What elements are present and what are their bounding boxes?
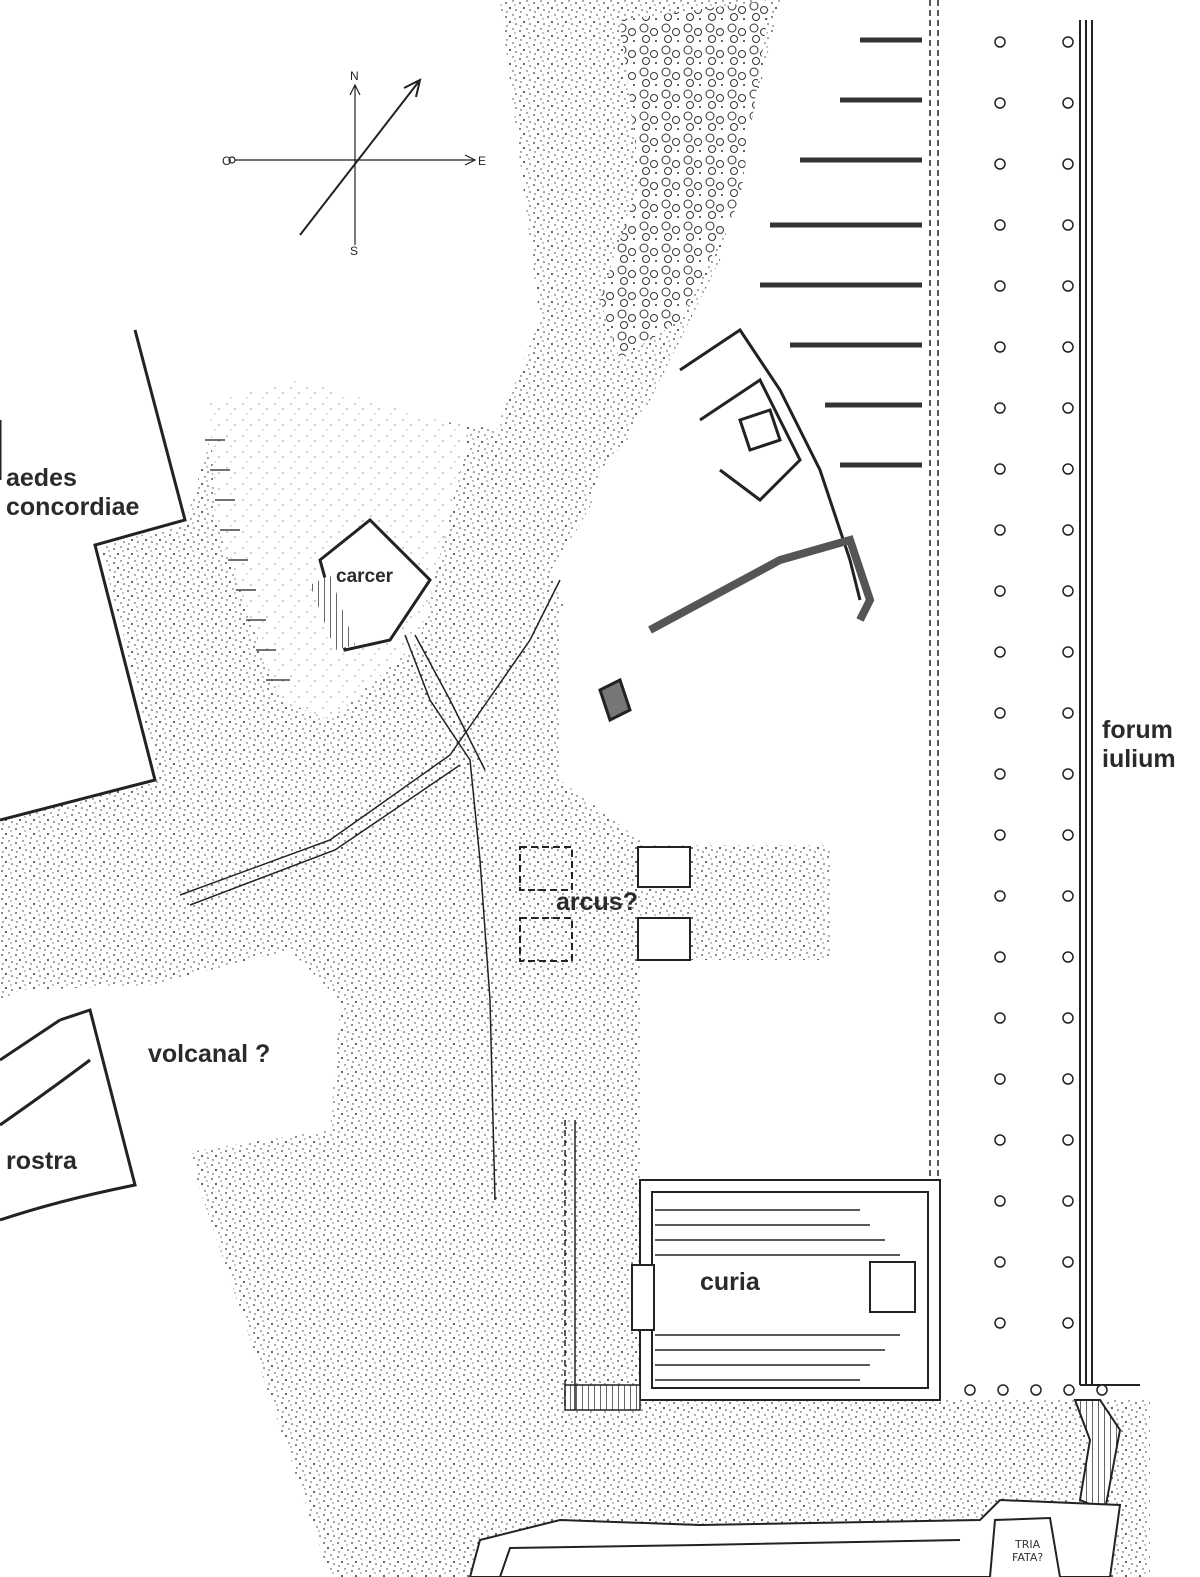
column bbox=[964, 1384, 976, 1396]
column bbox=[994, 829, 1006, 841]
column bbox=[994, 1256, 1006, 1268]
column bbox=[997, 1384, 1009, 1396]
column bbox=[1062, 36, 1074, 48]
column bbox=[994, 1317, 1006, 1329]
lower-structures bbox=[468, 1399, 1122, 1577]
column bbox=[1062, 1134, 1074, 1146]
column bbox=[994, 890, 1006, 902]
column bbox=[994, 1134, 1006, 1146]
carcer-building bbox=[310, 517, 432, 652]
column-rows bbox=[964, 36, 1108, 1396]
compass-rose bbox=[228, 78, 477, 245]
compass-south: S bbox=[350, 244, 358, 258]
label-volcanal: volcanal ? bbox=[148, 1040, 271, 1068]
label-forum-iulium: forum iulium bbox=[1102, 716, 1176, 773]
column bbox=[1062, 585, 1074, 597]
label-curia: curia bbox=[700, 1268, 760, 1296]
column bbox=[994, 1195, 1006, 1207]
column bbox=[994, 463, 1006, 475]
column bbox=[1030, 1384, 1042, 1396]
column bbox=[994, 280, 1006, 292]
label-arcus: arcus? bbox=[556, 888, 638, 916]
rostra-outline bbox=[0, 1008, 137, 1222]
column bbox=[994, 97, 1006, 109]
column bbox=[1062, 1195, 1074, 1207]
column bbox=[994, 341, 1006, 353]
compass-east: E bbox=[478, 154, 486, 168]
label-tria-fata: TRIA FATA? bbox=[1012, 1538, 1044, 1565]
paths bbox=[179, 579, 561, 1201]
label-rostra: rostra bbox=[6, 1147, 77, 1175]
column bbox=[994, 951, 1006, 963]
column bbox=[1062, 97, 1074, 109]
column bbox=[1062, 1317, 1074, 1329]
column bbox=[1062, 341, 1074, 353]
forum-iulium-walls bbox=[929, 0, 1140, 1400]
arcus-foundations bbox=[519, 846, 691, 962]
column bbox=[994, 158, 1006, 170]
compass-west: O bbox=[222, 154, 231, 168]
column bbox=[1062, 280, 1074, 292]
column bbox=[994, 585, 1006, 597]
column bbox=[994, 524, 1006, 536]
column bbox=[1062, 524, 1074, 536]
column bbox=[1062, 158, 1074, 170]
tabernae-walls bbox=[760, 37, 922, 468]
label-carcer: carcer bbox=[336, 566, 394, 587]
column bbox=[994, 1073, 1006, 1085]
column bbox=[1062, 402, 1074, 414]
column bbox=[1062, 768, 1074, 780]
column bbox=[1062, 646, 1074, 658]
column bbox=[994, 707, 1006, 719]
temple-steps bbox=[205, 439, 290, 681]
column bbox=[994, 1012, 1006, 1024]
column bbox=[994, 219, 1006, 231]
column bbox=[1062, 890, 1074, 902]
ruins-structures bbox=[598, 327, 875, 723]
column bbox=[1062, 951, 1074, 963]
column bbox=[1062, 829, 1074, 841]
compass-north: N bbox=[350, 69, 359, 83]
column bbox=[1096, 1384, 1108, 1396]
label-aedes-concordiae: aedes concordiae bbox=[6, 464, 140, 521]
column bbox=[1063, 1384, 1075, 1396]
column bbox=[1062, 1073, 1074, 1085]
column bbox=[1062, 707, 1074, 719]
column bbox=[994, 646, 1006, 658]
column bbox=[994, 768, 1006, 780]
column bbox=[994, 36, 1006, 48]
column bbox=[1062, 463, 1074, 475]
aedes-concordiae-outline bbox=[0, 329, 187, 822]
column bbox=[1062, 1012, 1074, 1024]
column bbox=[994, 402, 1006, 414]
column bbox=[1062, 1256, 1074, 1268]
column bbox=[1062, 219, 1074, 231]
curia-building bbox=[564, 1120, 941, 1411]
